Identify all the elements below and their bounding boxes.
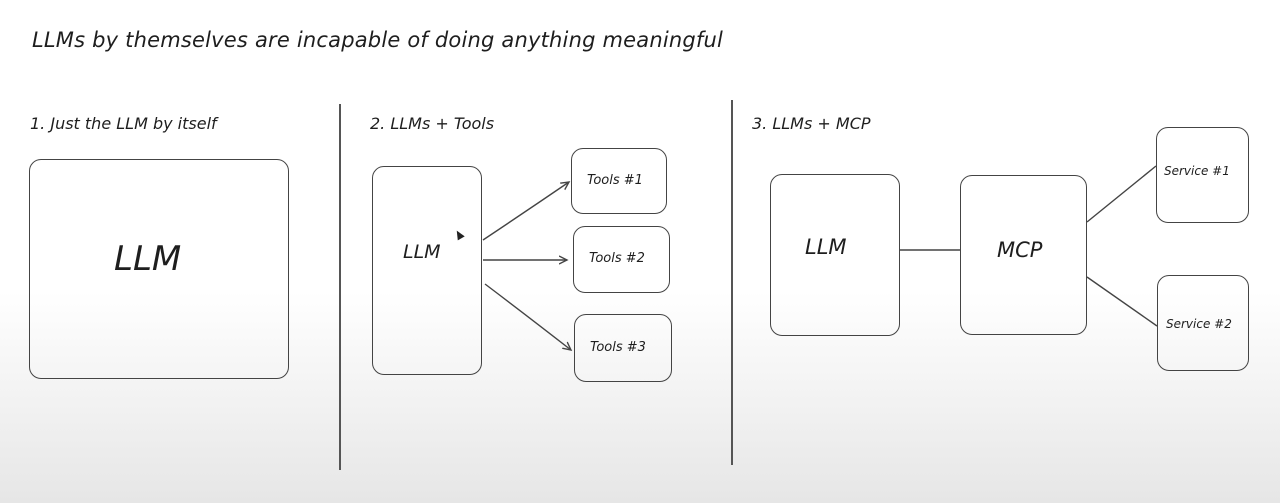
- service-label-2: Service #2: [1166, 317, 1232, 331]
- mcp-box: MCP: [960, 175, 1087, 335]
- tools-label-2: Tools #2: [589, 251, 645, 266]
- line-mcp-to-service-1: [1086, 165, 1157, 223]
- service-label-1: Service #1: [1164, 164, 1230, 178]
- section-1-heading: 1. Just the LLM by itself: [30, 114, 217, 133]
- section-divider-2: [731, 100, 733, 465]
- llm-box-section-3: LLM: [770, 174, 900, 336]
- tools-label-1: Tools #1: [587, 173, 643, 188]
- section-3-heading: 3. LLMs + MCP: [752, 114, 871, 133]
- arrow-llm-to-tools-3: [484, 283, 571, 350]
- llm-label-section-1: LLM: [114, 239, 182, 279]
- llm-label-section-2: LLM: [403, 241, 441, 263]
- arrow-llm-to-tools-1: [482, 182, 569, 241]
- llm-box-section-2: LLM: [372, 166, 482, 375]
- tools-label-3: Tools #3: [590, 340, 646, 355]
- tools-box-2: Tools #2: [573, 226, 670, 293]
- service-box-2: Service #2: [1157, 275, 1249, 371]
- llm-box-section-1: LLM: [29, 159, 289, 379]
- llm-label-section-3: LLM: [805, 235, 847, 259]
- section-2-heading: 2. LLMs + Tools: [370, 114, 495, 133]
- mcp-label: MCP: [997, 238, 1043, 262]
- page-title: LLMs by themselves are incapable of doin…: [32, 28, 724, 52]
- section-divider-1: [339, 104, 341, 470]
- tools-box-3: Tools #3: [574, 314, 672, 382]
- service-box-1: Service #1: [1156, 127, 1249, 223]
- tools-box-1: Tools #1: [571, 148, 667, 214]
- line-mcp-to-service-2: [1086, 276, 1158, 327]
